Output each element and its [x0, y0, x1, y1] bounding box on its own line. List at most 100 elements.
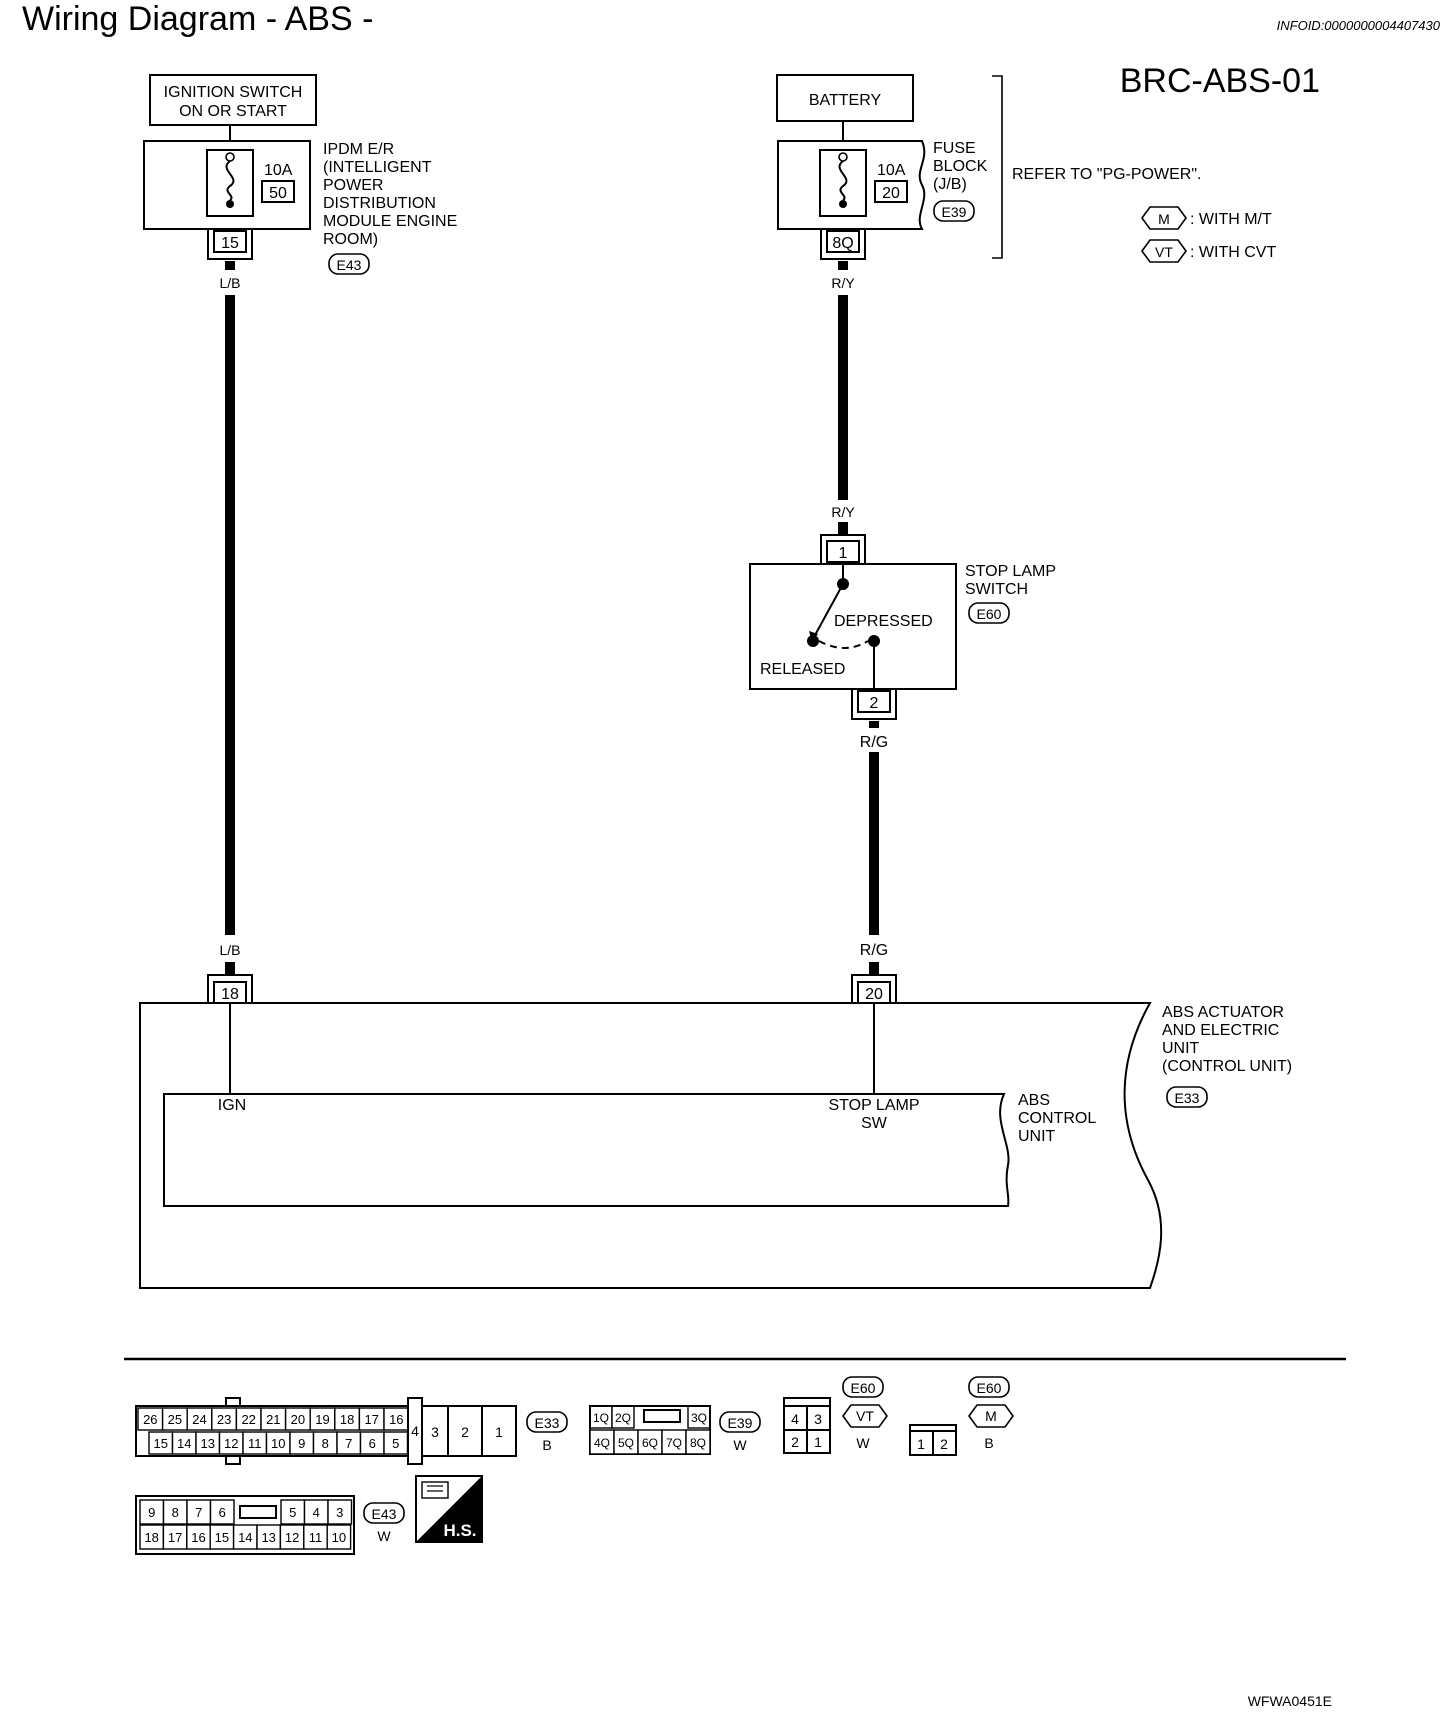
svg-text:15: 15: [221, 235, 239, 252]
svg-text:3: 3: [814, 1411, 822, 1427]
ipdm-connector: E43: [337, 257, 362, 273]
connector-cell: [327, 1499, 353, 1525]
wire-ry-bottom-label: R/Y: [831, 504, 855, 520]
terminal-2: 2: [870, 695, 879, 712]
svg-text:1: 1: [917, 1436, 925, 1452]
e60-mt-id: E60: [977, 1380, 1002, 1396]
svg-text:2: 2: [461, 1424, 469, 1440]
connector-cell-label: 5: [289, 1505, 296, 1520]
wire-rg-bottom-label: R/G: [860, 942, 888, 959]
connector-cell-label: 18: [340, 1412, 354, 1427]
abs-actuator-unit: 18 20 ABS ACTUATOR AND ELECTRIC UNIT (CO…: [139, 962, 1292, 1289]
stop-lamp-connector-badge: [968, 602, 1010, 624]
connector-cell-label: 19: [315, 1412, 329, 1427]
e43-id: E43: [372, 1506, 397, 1522]
connector-cell-label: 3: [336, 1505, 343, 1520]
connector-cell-label: 18: [144, 1530, 158, 1545]
svg-text:2: 2: [940, 1436, 948, 1452]
connector-cell: [685, 1429, 711, 1455]
wire-lb-bottom-label: L/B: [219, 942, 240, 958]
connector-cell-label: 5Q: [618, 1436, 634, 1450]
connector-cell-label: 12: [285, 1530, 299, 1545]
e60-cvt-id: E60: [851, 1380, 876, 1396]
svg-text:8Q: 8Q: [832, 235, 853, 252]
legend-cvt: VT : WITH CVT: [1141, 239, 1276, 263]
connector-cell-label: 11: [248, 1436, 262, 1451]
wire-ry-top-label: R/Y: [831, 275, 855, 291]
mt-code-badge: [1141, 206, 1187, 230]
ipdm-fuse-rating: 10A: [264, 162, 293, 179]
connector-cell-label: 23: [217, 1412, 231, 1427]
connector-cell-label: 8Q: [690, 1436, 706, 1450]
connector-cell-label: 24: [192, 1412, 206, 1427]
connector-cell-label: 6: [219, 1505, 226, 1520]
terminal-18: 18: [221, 986, 239, 1003]
connector-cell-label: 25: [168, 1412, 182, 1427]
connector-cell-label: 7Q: [666, 1436, 682, 1450]
switch-depressed-label: DEPRESSED: [834, 613, 933, 630]
connector-cell-label: 15: [154, 1436, 168, 1451]
connector-cell-label: 16: [389, 1412, 403, 1427]
page-title: Wiring Diagram - ABS -: [22, 0, 373, 38]
connector-cell-label: 7: [195, 1505, 202, 1520]
stop-lamp-sw-label-1: STOP LAMP: [829, 1097, 920, 1114]
battery: BATTERY: [776, 74, 914, 122]
e60-cvt-color: W: [856, 1435, 870, 1451]
connector-cell-label: 9: [148, 1505, 155, 1520]
e60-mt-color: B: [984, 1435, 993, 1451]
abs-actuator-label: ABS ACTUATOR AND ELECTRIC UNIT (CONTROL …: [1162, 1004, 1292, 1075]
connector-cell-label: 16: [191, 1530, 205, 1545]
abs-control-unit: [163, 1093, 1010, 1207]
figure-code: WFWA0451E: [1248, 1693, 1332, 1709]
terminal-1: 1: [839, 545, 848, 562]
ipdm-connector-badge: [328, 253, 370, 275]
legend-mt: M : WITH M/T: [1141, 206, 1272, 230]
connector-cell-label: 2Q: [615, 1411, 631, 1425]
e39-latch: [643, 1409, 681, 1423]
connector-cell-label: 12: [224, 1436, 238, 1451]
connector-cell-label: 6: [369, 1436, 376, 1451]
connector-cell-label: 20: [291, 1412, 305, 1427]
abs-actuator-connector-badge: [1166, 1086, 1208, 1108]
svg-text:3: 3: [431, 1424, 439, 1440]
connector-cell-label: 7: [345, 1436, 352, 1451]
connector-cell: [613, 1429, 639, 1455]
fuseblock-label: FUSE BLOCK (J/B): [933, 140, 992, 193]
connector-cell-label: 10: [332, 1530, 346, 1545]
connector-cell-label: 17: [364, 1412, 378, 1427]
stop-lamp-sw-label-2: SW: [861, 1115, 888, 1132]
connector-cell-label: 10: [271, 1436, 285, 1451]
fuseblock-fuse-number: 20: [882, 185, 900, 202]
connector-cell-label: 6Q: [642, 1436, 658, 1450]
e33-id: E33: [535, 1415, 560, 1431]
connector-cell-label: 14: [177, 1436, 191, 1451]
ignition-line-1: IGNITION SWITCH: [164, 84, 303, 101]
diagram-id: BRC-ABS-01: [1120, 62, 1320, 100]
stop-lamp-switch: 1 DEPRESSED RELEASED STOP LAMP SWITCH E6…: [749, 534, 1056, 720]
fuseblock-fuse-rating: 10A: [877, 162, 906, 179]
fuse-block: 10A 20 FUSE BLOCK (J/B) E39 REFER TO "PG…: [777, 75, 1201, 259]
connector-cell-label: 4Q: [594, 1436, 610, 1450]
connector-e60-cvt: 4 3 2 1 E60 VT W: [783, 1376, 888, 1454]
fuseblock-connector: E39: [942, 204, 967, 220]
cvt-code: VT: [1155, 244, 1173, 260]
connector-cell-label: 17: [168, 1530, 182, 1545]
switch-released-label: RELEASED: [760, 661, 845, 678]
connector-cell-label: 15: [215, 1530, 229, 1545]
connector-cell-label: 21: [266, 1412, 280, 1427]
mt-text: : WITH M/T: [1190, 211, 1272, 228]
connector-cell: [589, 1429, 615, 1455]
connector-cell-label: 3Q: [691, 1411, 707, 1425]
ipdm-er: 10A 50 IPDM E/R (INTELLIGENT POWER DISTR…: [143, 140, 457, 275]
svg-text:4: 4: [791, 1411, 799, 1427]
e43-latch: [239, 1505, 277, 1519]
ignition-line-2: ON OR START: [179, 103, 287, 120]
connector-cell: [637, 1429, 663, 1455]
abs-actuator-connector: E33: [1175, 1090, 1200, 1106]
hs-connector-icon: [421, 1481, 449, 1499]
